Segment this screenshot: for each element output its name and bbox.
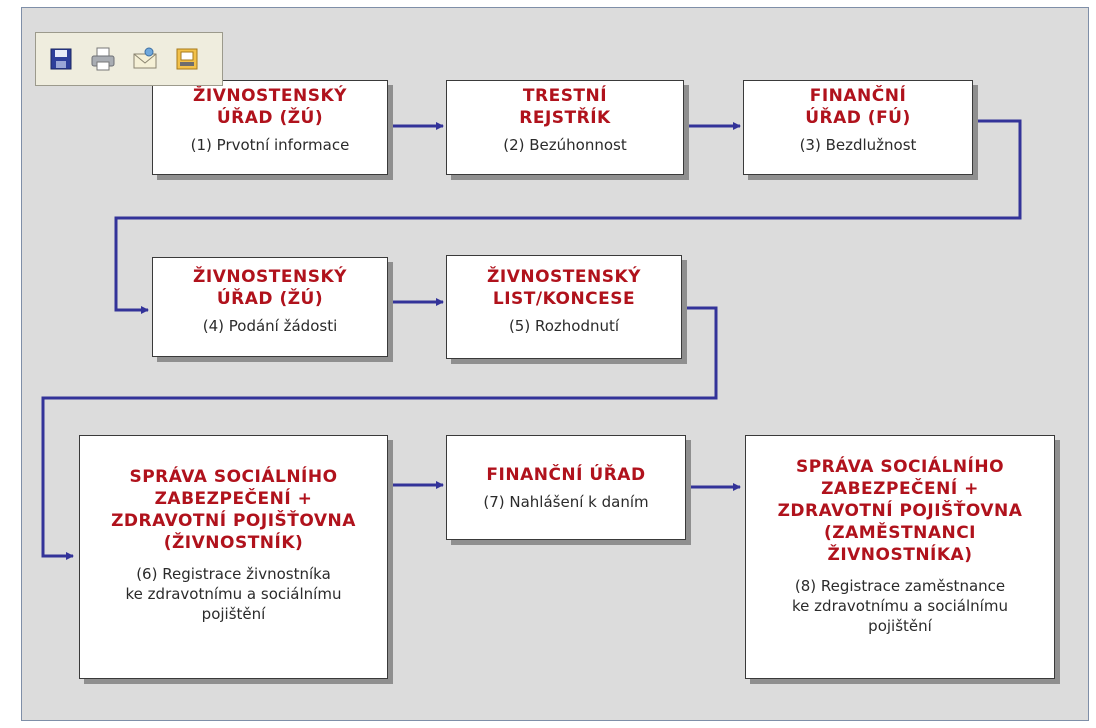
save-button[interactable] [44, 42, 78, 76]
step-box-7: FINANČNÍ ÚŘAD (7) Nahlášení k daním [446, 435, 686, 540]
save-icon [50, 48, 72, 70]
export-button[interactable] [170, 42, 204, 76]
floating-toolbar [35, 32, 223, 86]
email-button[interactable] [128, 42, 162, 76]
step-description: (2) Bezúhonnost [503, 136, 627, 154]
email-icon [133, 47, 157, 69]
step-description: (4) Podání žádosti [202, 317, 338, 335]
step-description: (7) Nahlášení k daním [483, 493, 649, 511]
step-description: (1) Prvotní informace [190, 136, 350, 154]
export-icon [176, 48, 198, 70]
step-title: FINANČNÍ ÚŘAD [486, 465, 646, 485]
step-description: (3) Bezdlužnost [799, 136, 917, 154]
print-button[interactable] [86, 42, 120, 76]
print-icon [91, 47, 115, 71]
step-description: (5) Rozhodnutí [508, 317, 620, 335]
